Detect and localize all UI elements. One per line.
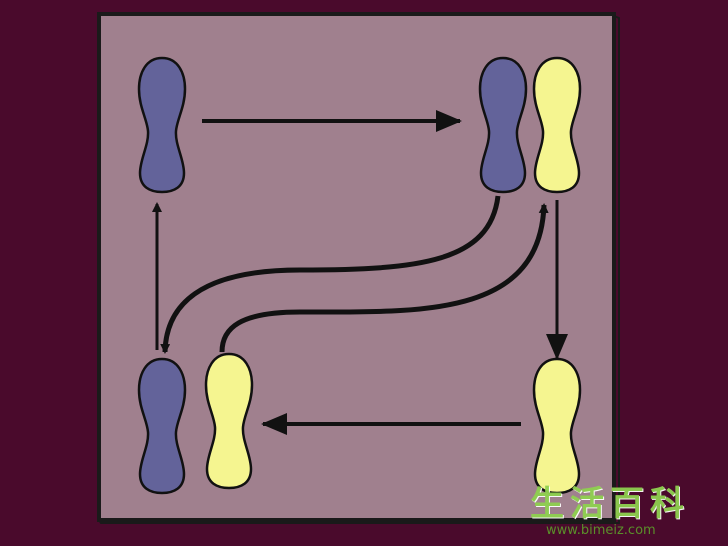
left-footprint-top-right <box>478 56 528 194</box>
watermark-text: 生活百科 <box>530 484 690 524</box>
right-footprint-top-right <box>532 56 582 194</box>
curve-arrow-top-right-left-foot-to-bottom-left <box>160 195 501 354</box>
right-footprint-bottom-left <box>204 352 254 490</box>
left-footprint-bottom-left <box>137 357 187 495</box>
board-shadow <box>98 15 620 524</box>
left-footprint-top-left <box>137 56 187 194</box>
right-footprint-bottom-right <box>532 357 582 495</box>
curve-arrow-bottom-left-right-foot-to-top-right <box>219 203 549 353</box>
watermark-url: www.bimeiz.com <box>546 523 656 538</box>
